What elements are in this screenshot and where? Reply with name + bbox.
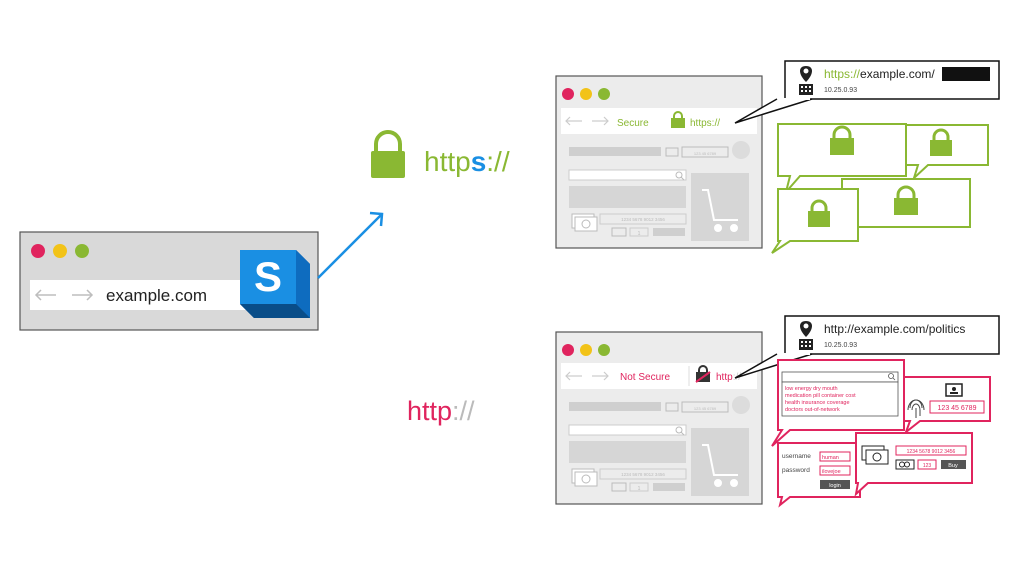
leaked-search-1: medication pill container cost (785, 393, 856, 399)
minimize-dot (53, 244, 67, 258)
leaked-login-bubble: username human password ilovejoe login (777, 442, 861, 508)
lock-icon (671, 111, 685, 128)
http-suffix: :// (452, 396, 475, 426)
money-icon (571, 468, 598, 487)
insecure-status-text: Not Secure (620, 372, 670, 383)
encrypted-bubble-1 (777, 123, 907, 193)
cart-icon (702, 444, 738, 487)
secure-tooltip-scheme: https:// (824, 67, 861, 81)
lock-icon (830, 125, 854, 155)
back-arrow-icon[interactable] (34, 289, 56, 301)
building-icon (801, 86, 811, 92)
insecure-tooltip-ip: 10.25.0.93 (824, 342, 857, 349)
secure-tooltip: https://example.com/ 10.25.0.93 (734, 60, 1000, 124)
leaked-identity-bubble: 123 45 6789 (903, 376, 991, 435)
insecure-qty-text: 1 (638, 486, 641, 492)
https-label: https:// (424, 146, 510, 177)
leaked-username-value: human (822, 455, 839, 461)
leaked-search-3: doctors out-of-network (785, 407, 840, 413)
money-icon (571, 213, 598, 232)
https-s: s (471, 146, 487, 177)
leaked-qty: 123 (923, 463, 932, 469)
encrypted-bubble-3 (840, 178, 971, 241)
cart-icon (702, 189, 738, 232)
insecure-tooltip-url: http://example.com/politics (824, 322, 965, 336)
forward-arrow-icon[interactable] (72, 289, 94, 301)
secure-qty-text: 1 (638, 231, 641, 237)
broken-lock-icon (695, 365, 711, 383)
secure-browser-window: Secure https:// 123 45 6789 1234 5678 90… (555, 75, 763, 249)
secure-tooltip-ip: 10.25.0.93 (824, 87, 857, 94)
leaked-username-label: username (782, 453, 811, 460)
https-suffix: :// (486, 146, 510, 177)
leaked-login-button: login (829, 483, 841, 489)
location-pin-icon (799, 66, 813, 95)
insecure-phone-text: 123 45 6789 (694, 406, 717, 411)
location-pin-icon (799, 321, 813, 350)
leaked-password-label: password (782, 467, 810, 474)
insecure-browser-window: Not Secure http:// 123 45 6789 1234 5678… (555, 331, 763, 505)
http-prefix: http (407, 396, 452, 426)
secure-address-bar[interactable] (561, 108, 757, 134)
left-url-text: example.com (106, 286, 207, 305)
arrow-to-https (317, 211, 384, 279)
https-prefix: http (424, 146, 471, 177)
leaked-payment-bubble: 1234 5678 9012 3456 123 Buy (854, 432, 973, 497)
building-icon (801, 341, 811, 347)
card-icon (895, 459, 915, 470)
insecure-tooltip: http://example.com/politics 10.25.0.93 (734, 315, 1000, 379)
secure-tooltip-host: example.com/ (860, 67, 935, 81)
logo-letter: S (254, 253, 282, 300)
secure-scheme-text: https:// (690, 118, 720, 129)
maximize-dot (75, 244, 89, 258)
secure-card-text: 1234 5678 9012 3456 (621, 217, 665, 222)
encrypted-bubble-4 (771, 188, 859, 254)
leaked-password-value: ilovejoe (822, 469, 841, 475)
encrypted-bubble-2 (905, 124, 989, 182)
leaked-card-number: 1234 5678 9012 3456 (907, 449, 956, 455)
close-dot (31, 244, 45, 258)
money-icon (861, 445, 889, 465)
insecure-card-text: 1234 5678 9012 3456 (621, 472, 665, 477)
search-icon (675, 426, 685, 436)
leaked-buy-button: Buy (948, 463, 958, 469)
id-card-icon (945, 383, 963, 397)
insecure-scheme: http (716, 372, 733, 383)
redacted-path (942, 67, 990, 81)
search-icon (675, 171, 685, 181)
leaked-search-0: low energy dry mouth (785, 386, 838, 392)
http-label: http:// (407, 396, 475, 426)
leaked-ssn: 123 45 6789 (938, 405, 977, 412)
leaked-search-2: health insurance coverage (785, 400, 850, 406)
https-big-lock-icon (371, 130, 405, 178)
leaked-search-bubble: low energy dry mouth medication pill con… (771, 359, 905, 447)
encrypted-bubbles (771, 123, 989, 254)
fingerprint-icon (907, 399, 925, 418)
secure-status-text: Secure (617, 118, 649, 129)
cube-logo-icon: S (240, 250, 310, 318)
secure-phone-text: 123 45 6789 (694, 151, 717, 156)
secure-tooltip-url: https://example.com/ (824, 67, 935, 81)
search-icon (888, 373, 896, 381)
